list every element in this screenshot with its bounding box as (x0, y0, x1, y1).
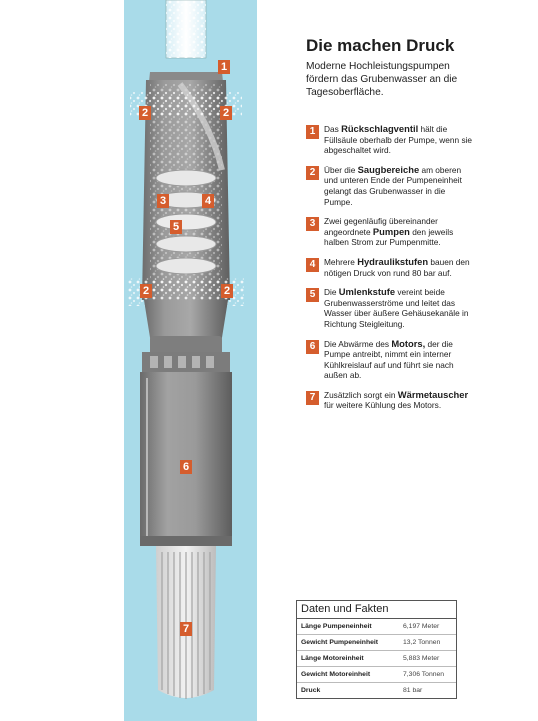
page-subtitle: Moderne Hochleistungspumpen fördern das … (306, 61, 458, 98)
svg-text:2: 2 (224, 285, 230, 297)
motor-body (140, 372, 232, 542)
svg-text:2: 2 (223, 107, 229, 119)
badge-suction-top-right: 2 (220, 106, 232, 120)
badge-suction-bottom-right: 2 (221, 284, 233, 298)
legend-number: 3 (306, 217, 319, 232)
badge-hydraulic-stages: 4 (202, 194, 214, 208)
legend-number: 2 (306, 165, 319, 180)
page-title: Die machen Druck (306, 36, 455, 55)
impeller-stages (155, 169, 217, 275)
svg-text:2: 2 (143, 285, 149, 297)
svg-text:6: 6 (183, 461, 189, 473)
svg-text:1: 1 (221, 61, 227, 73)
badge-diverter-stage: 5 (170, 220, 182, 234)
badge-suction-top-left: 2 (139, 106, 151, 120)
facts-heading: Daten und Fakten (297, 601, 456, 619)
badge-heat-exchanger: 7 (180, 622, 192, 636)
badge-check-valve: 1 (218, 60, 230, 74)
svg-text:2: 2 (142, 107, 148, 119)
legend-number: 6 (306, 339, 319, 354)
svg-text:7: 7 (183, 623, 189, 635)
legend-number: 7 (306, 390, 319, 405)
badge-pumps: 3 (157, 194, 169, 208)
legend-number: 5 (306, 288, 319, 303)
badge-suction-bottom-left: 2 (140, 284, 152, 298)
svg-text:5: 5 (173, 221, 179, 233)
badge-motor: 6 (180, 460, 192, 474)
svg-text:3: 3 (160, 195, 166, 207)
legend-number: 4 (306, 257, 319, 272)
legend-number: 1 (306, 125, 319, 139)
svg-text:4: 4 (205, 195, 212, 207)
